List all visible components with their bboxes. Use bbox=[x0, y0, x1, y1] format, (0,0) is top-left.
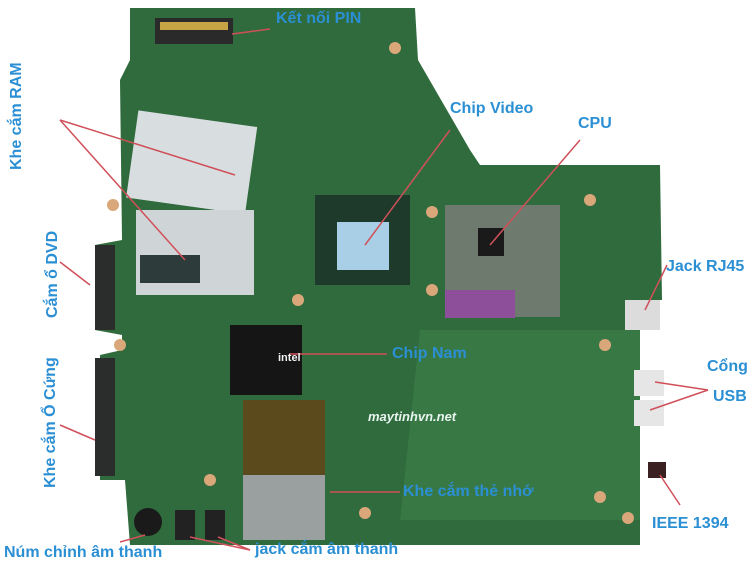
ram-module bbox=[126, 110, 258, 215]
label-video-chip: Chip Video bbox=[450, 100, 534, 117]
battery-connector bbox=[155, 18, 233, 44]
label-dvd: Cắm ổ DVD bbox=[44, 230, 61, 318]
volume-knob bbox=[134, 508, 162, 536]
label-ieee: IEEE 1394 bbox=[652, 515, 729, 532]
audio-jack-1 bbox=[175, 510, 195, 540]
chip-marking: intel bbox=[278, 352, 301, 364]
label-card-slot: Khe cắm thẻ nhớ bbox=[403, 483, 534, 500]
pcb-traces bbox=[400, 330, 640, 520]
usb-port-2 bbox=[634, 400, 664, 426]
label-ram: Khe cắm RAM bbox=[8, 62, 25, 170]
label-hdd: Khe cắm Ổ Cứng bbox=[42, 357, 59, 488]
label-south-chip: Chip Nam bbox=[392, 345, 467, 362]
label-usb-1: Cổng bbox=[707, 358, 748, 375]
hdd-connector bbox=[95, 358, 115, 476]
label-usb-2: USB bbox=[713, 388, 747, 405]
label-volume-knob: Núm chỉnh âm thanh bbox=[4, 544, 163, 561]
label-audio-jack: jack cắm âm thanh bbox=[255, 541, 399, 558]
mount-holes bbox=[107, 42, 634, 524]
video-chip-die bbox=[337, 222, 389, 270]
label-battery: Kết nối PIN bbox=[276, 10, 362, 27]
ieee-port bbox=[648, 462, 666, 478]
watermark: maytinhvn.net bbox=[368, 409, 457, 424]
card-slot bbox=[243, 400, 325, 475]
dvd-connector bbox=[95, 245, 115, 330]
rj45-port bbox=[625, 300, 660, 330]
audio-jack-2 bbox=[205, 510, 225, 540]
south-chip bbox=[230, 325, 302, 395]
pointer-lines bbox=[59, 28, 709, 551]
label-rj45: Jack RJ45 bbox=[666, 258, 745, 275]
label-cpu: CPU bbox=[578, 115, 612, 132]
